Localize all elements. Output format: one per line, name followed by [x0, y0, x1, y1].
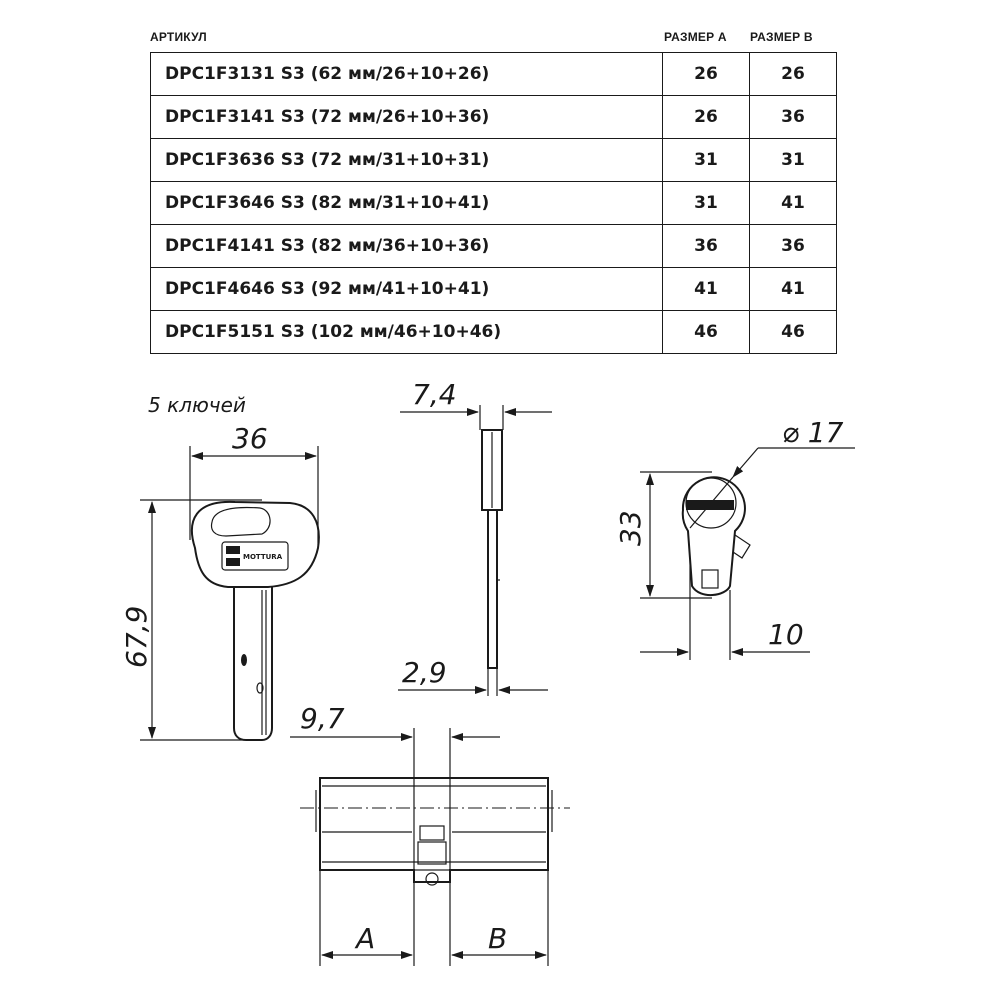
- key-head: [190, 500, 320, 588]
- table-row: DPC1F3131 S3 (62 мм/26+10+26) 26 26: [150, 52, 837, 96]
- table-row: DPC1F4141 S3 (82 мм/36+10+36) 36 36: [150, 224, 837, 268]
- size-b-cell: 46: [749, 310, 837, 354]
- size-b-cell: 41: [749, 267, 837, 311]
- cylinder-side-view: 9,7 A B: [290, 702, 570, 966]
- profile-outline: [681, 476, 746, 596]
- key-blade-side: [487, 509, 498, 669]
- table-row: DPC1F3646 S3 (82 мм/31+10+41) 31 41: [150, 181, 837, 225]
- article-cell: DPC1F3131 S3 (62 мм/26+10+26): [150, 52, 663, 96]
- key-front-view: 36 67,9 MOTTURA: [120, 422, 320, 741]
- size-b-cell: 36: [749, 224, 837, 268]
- cam-lower: [417, 841, 447, 865]
- cylinder-profile-view: ⌀ 17 33 10: [614, 416, 855, 660]
- key-thickness-dimension: 7,4: [412, 378, 457, 411]
- article-cell: DPC1F3636 S3 (72 мм/31+10+31): [150, 138, 663, 182]
- table-row: DPC1F3141 S3 (72 мм/26+10+36) 26 36: [150, 95, 837, 139]
- article-cell: DPC1F4646 S3 (92 мм/41+10+41): [150, 267, 663, 311]
- cam-width-dimension: 9,7: [300, 702, 345, 735]
- logo-mark: [226, 546, 240, 554]
- size-a-cell: 31: [662, 181, 750, 225]
- side-a-label: A: [354, 922, 375, 955]
- table-row: DPC1F4646 S3 (92 мм/41+10+41) 41 41: [150, 267, 837, 311]
- size-b-cell: 26: [749, 52, 837, 96]
- header-size-a: РАЗМЕР А: [664, 30, 727, 44]
- leader-line: [689, 476, 734, 529]
- profile-diameter-dimension: ⌀ 17: [782, 416, 844, 449]
- header-size-b: РАЗМЕР В: [750, 30, 813, 44]
- screw-hole: [425, 872, 439, 886]
- key-width-dimension: 36: [232, 422, 268, 455]
- table-row: DPC1F3636 S3 (72 мм/31+10+31) 31 31: [150, 138, 837, 182]
- key-side-view: 7,4 2,9: [398, 378, 552, 696]
- article-cell: DPC1F3141 S3 (72 мм/26+10+36): [150, 95, 663, 139]
- side-b-label: B: [488, 922, 507, 955]
- cam-recess: [413, 777, 451, 871]
- key-blade: [233, 587, 273, 741]
- header-article: АРТИКУЛ: [150, 30, 207, 44]
- size-a-cell: 26: [662, 95, 750, 139]
- dimension-arrow: [732, 447, 759, 478]
- logo-mark: [226, 558, 240, 566]
- size-a-cell: 41: [662, 267, 750, 311]
- blade-thickness-dimension: 2,9: [402, 656, 447, 689]
- brand-logo-text: MOTTURA: [243, 553, 283, 561]
- cam-slot: [701, 569, 719, 589]
- key-length-dimension: 67,9: [120, 606, 153, 668]
- key-head-window: [210, 506, 271, 537]
- size-b-cell: 41: [749, 181, 837, 225]
- size-a-cell: 26: [662, 52, 750, 96]
- blade-dimple: [256, 682, 264, 694]
- table-row: DPC1F5151 S3 (102 мм/46+10+46) 46 46: [150, 310, 837, 354]
- cylinder-body: [319, 777, 549, 883]
- profile-width-dimension: 10: [768, 618, 804, 651]
- spec-table: DPC1F3131 S3 (62 мм/26+10+26) 26 26 DPC1…: [150, 52, 837, 354]
- cam: [419, 825, 445, 841]
- blade-dimple: [241, 654, 247, 666]
- cam-lever: [732, 534, 751, 559]
- keys-count-note: 5 ключей: [148, 393, 246, 417]
- profile-height-dimension: 33: [614, 510, 647, 546]
- article-cell: DPC1F4141 S3 (82 мм/36+10+36): [150, 224, 663, 268]
- key-logo-plate: [221, 541, 289, 571]
- article-cell: DPC1F5151 S3 (102 мм/46+10+46): [150, 310, 663, 354]
- size-b-cell: 31: [749, 138, 837, 182]
- size-b-cell: 36: [749, 95, 837, 139]
